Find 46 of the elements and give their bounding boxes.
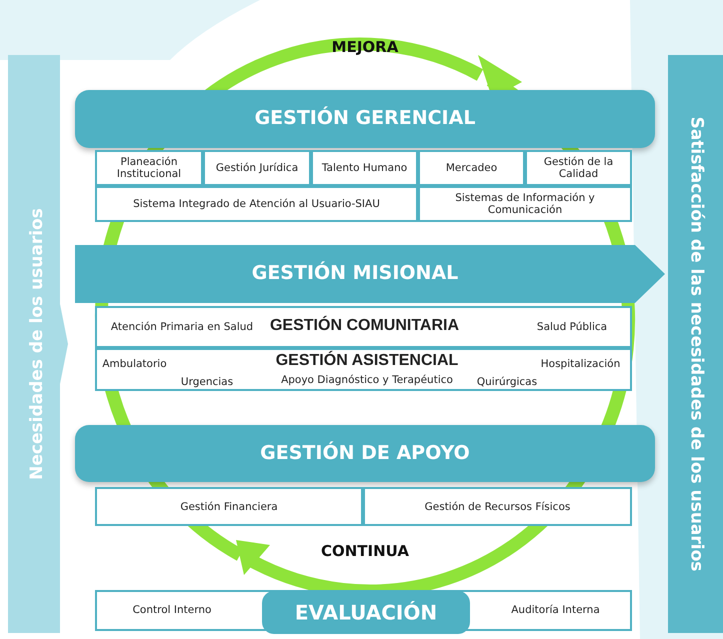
process-box bbox=[311, 150, 418, 186]
process-box bbox=[95, 348, 632, 391]
node-text: GESTIÓN ASISTENCIAL bbox=[274, 352, 460, 370]
node-text: Salud Pública bbox=[536, 321, 608, 334]
node-text: Gestión Financiera bbox=[179, 500, 279, 513]
node-text: GESTIÓN GERENCIAL bbox=[254, 108, 476, 130]
process-pill bbox=[262, 591, 470, 634]
process-box bbox=[95, 590, 632, 631]
process-band bbox=[75, 90, 655, 148]
process-box bbox=[95, 306, 632, 348]
node-text: Sistemas de Información y Comunicación bbox=[454, 192, 596, 216]
node-text: Talento Humano bbox=[320, 162, 408, 174]
node-text: Quirúrgicas bbox=[476, 376, 538, 388]
side-arrow-band bbox=[8, 55, 68, 633]
node-text: EVALUACIÓN bbox=[294, 601, 438, 624]
process-box bbox=[95, 487, 363, 526]
node-text: Hospitalización bbox=[540, 358, 622, 370]
process-box bbox=[203, 150, 311, 186]
node-text: Mercadeo bbox=[444, 162, 498, 174]
cycle-label: MEJORA bbox=[332, 38, 398, 56]
process-box bbox=[363, 487, 632, 526]
node-text: Gestión de Recursos Físicos bbox=[424, 500, 572, 513]
node-text: GESTIÓN COMUNITARIA bbox=[268, 317, 460, 336]
cycle-label: CONTINUA bbox=[321, 542, 409, 560]
process-box bbox=[95, 150, 203, 186]
node-text: Gestión de la Calidad bbox=[542, 156, 614, 180]
node-text: Necesidades de los usuarios bbox=[28, 208, 48, 480]
node-text: Gestión Jurídica bbox=[214, 162, 300, 174]
node-text: Apoyo Diagnóstico y Terapéutico bbox=[280, 374, 454, 386]
node-text: Satisfacción de las necesidades de los usuarios bbox=[686, 116, 706, 572]
node-text: GESTIÓN MISIONAL bbox=[250, 263, 460, 285]
node-text: Urgencias bbox=[180, 376, 234, 388]
node-text: Sistema Integrado de Atención al Usuario-SIAU bbox=[132, 198, 381, 210]
node-text: Ambulatorio bbox=[101, 358, 168, 370]
node-text: Auditoría Interna bbox=[510, 604, 601, 616]
process-box bbox=[525, 150, 632, 186]
node-text: Control Interno bbox=[132, 604, 212, 616]
process-box bbox=[418, 186, 632, 222]
node-text: Planeación Institucional bbox=[116, 156, 182, 180]
node-text: GESTIÓN DE APOYO bbox=[259, 442, 471, 464]
process-arrow-band bbox=[75, 245, 665, 303]
process-box bbox=[418, 150, 525, 186]
node-text: Atención Primaria en Salud bbox=[110, 321, 254, 334]
process-box bbox=[95, 186, 418, 222]
side-band bbox=[668, 55, 723, 633]
process-band bbox=[75, 425, 655, 482]
